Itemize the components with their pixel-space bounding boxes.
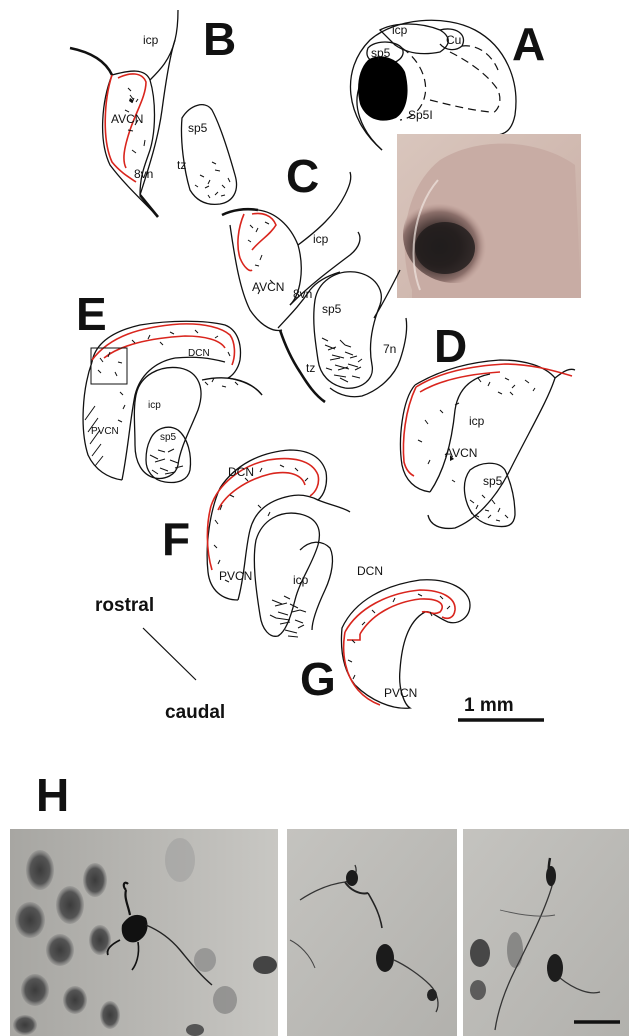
panel-c-terminal-cluster bbox=[322, 338, 362, 382]
panel-c-sp5-outline bbox=[314, 272, 382, 388]
panel-d-label-icp: icp bbox=[469, 414, 485, 428]
panel-c-label-icp: icp bbox=[313, 232, 329, 246]
panel-c-label-8vn: 8vn bbox=[293, 287, 312, 301]
panel-c-label-7n: 7n bbox=[383, 342, 396, 356]
panel-c: C icp AVCN 8vn sp5 7n tz bbox=[222, 150, 407, 402]
panel-e-label-icp: icp bbox=[148, 400, 161, 411]
orientation-caudal: caudal bbox=[165, 702, 225, 723]
panel-a-label-sp5i: Sp5I bbox=[408, 108, 433, 122]
panel-g-label-pvcn: PVCN bbox=[384, 686, 417, 700]
panel-letter-h: H bbox=[36, 769, 69, 821]
panel-b-label-tz: tz bbox=[177, 158, 186, 172]
panel-letter-g: G bbox=[300, 653, 336, 705]
panel-letter-a: A bbox=[512, 18, 545, 70]
panel-a: A icp Cu sp5 Sp5I bbox=[350, 18, 581, 298]
panel-a-label-cu: Cu bbox=[446, 33, 461, 47]
panel-letter-b: B bbox=[203, 13, 236, 65]
orientation-indicator: rostral caudal bbox=[95, 595, 225, 723]
panel-d-cochlear-outline bbox=[415, 360, 555, 528]
panel-e-label-dcn: DCN bbox=[188, 348, 210, 359]
panel-e-label-sp5: sp5 bbox=[160, 432, 177, 443]
panel-g-label-dcn: DCN bbox=[357, 564, 383, 578]
panel-a-label-sp5: sp5 bbox=[371, 46, 391, 60]
panel-e: E DCN PVCN icp sp5 bbox=[76, 288, 262, 483]
panel-letter-c: C bbox=[286, 150, 319, 202]
panel-c-label-avcn: AVCN bbox=[252, 280, 284, 294]
panel-b-label-sp5: sp5 bbox=[188, 121, 208, 135]
panel-a-label-icp: icp bbox=[392, 23, 408, 37]
orientation-rostral: rostral bbox=[95, 595, 154, 616]
panel-b-label-icp: icp bbox=[143, 33, 159, 47]
panel-h-micrograph-2 bbox=[287, 829, 457, 1036]
panel-h-micrograph-1 bbox=[10, 829, 278, 1036]
orientation-axis-line bbox=[143, 628, 196, 680]
panel-f-label-pvcn: PVCN bbox=[219, 569, 252, 583]
panel-f: F DCN PVCN icp bbox=[162, 450, 350, 637]
panel-h-micrograph-3 bbox=[463, 829, 629, 1036]
panel-letter-e: E bbox=[76, 288, 107, 340]
panel-d-label-sp5: sp5 bbox=[483, 474, 503, 488]
panel-b: B icp AVCN 8vn sp5 tz bbox=[70, 10, 237, 217]
panel-f-terminal-cluster bbox=[270, 596, 306, 637]
panel-b-sp5-outline bbox=[181, 105, 236, 205]
panel-letter-f: F bbox=[162, 513, 190, 565]
panel-a-injection-site bbox=[358, 56, 407, 120]
panel-g: G DCN PVCN bbox=[300, 564, 470, 708]
panel-d: D icp AVCN sp5 bbox=[401, 320, 575, 528]
panel-c-label-sp5: sp5 bbox=[322, 302, 342, 316]
panel-d-label-avcn: AVCN bbox=[445, 446, 477, 460]
panel-e-label-pvcn: PVCN bbox=[91, 426, 119, 437]
panel-f-icp-outline bbox=[254, 513, 319, 636]
scale-bar: 1 mm bbox=[458, 695, 544, 720]
panel-f-label-dcn: DCN bbox=[228, 465, 254, 479]
panel-f-label-icp: icp bbox=[293, 573, 309, 587]
panel-c-label-tz: tz bbox=[306, 361, 315, 375]
panel-h: H bbox=[10, 769, 629, 1036]
panel-b-label-8vn: 8vn bbox=[134, 167, 153, 181]
panel-a-photomicrograph bbox=[397, 134, 581, 298]
scale-bar-label: 1 mm bbox=[464, 695, 514, 716]
panel-b-cochlear-outline bbox=[103, 75, 156, 215]
panel-letter-d: D bbox=[434, 320, 467, 372]
panel-b-label-avcn: AVCN bbox=[111, 112, 143, 126]
